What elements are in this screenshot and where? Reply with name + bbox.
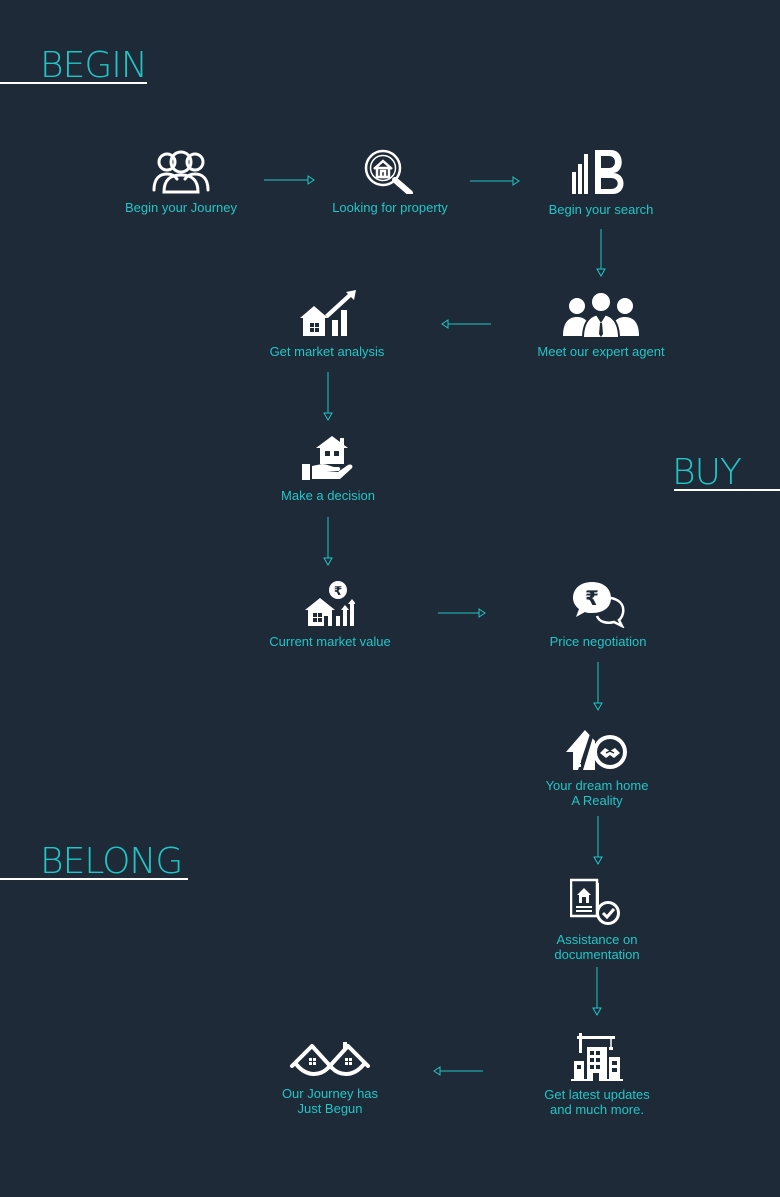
document-check-icon xyxy=(570,878,620,925)
step-begin-journey: Begin your Journey xyxy=(81,148,281,215)
step-label: Get market analysis xyxy=(269,344,385,359)
agents-group-icon xyxy=(563,291,639,338)
step-label: Make a decision xyxy=(281,488,375,503)
step-label: Assistance on documentation xyxy=(554,932,640,962)
step-label: Our Journey has Just Begun xyxy=(281,1086,379,1116)
step-label: Price negotiation xyxy=(549,634,647,649)
svg-text:₹: ₹ xyxy=(585,586,599,610)
brand-logo-icon xyxy=(572,150,624,194)
step-expert-agent: Meet our expert agent xyxy=(501,290,701,359)
arrow-looking-to-search xyxy=(470,176,520,186)
arrow-value-to-negotiation xyxy=(438,608,486,618)
arrow-negotiation-to-dream xyxy=(593,662,603,712)
arrow-search-to-agent xyxy=(596,229,606,278)
market-growth-icon xyxy=(300,290,356,336)
step-label: Looking for property xyxy=(332,200,448,215)
users-icon xyxy=(152,150,210,194)
step-label: Begin your Journey xyxy=(124,200,237,215)
arrow-journey-to-looking xyxy=(264,175,315,185)
step-make-decision: Make a decision xyxy=(228,434,428,503)
svg-text:₹: ₹ xyxy=(334,584,342,598)
rupee-house-chart-icon: ₹ xyxy=(305,581,355,626)
house-search-icon xyxy=(364,149,413,194)
building-construction-icon xyxy=(571,1033,623,1081)
section-title-begin: BEGIN xyxy=(40,45,148,86)
arrow-agent-to-analysis xyxy=(441,319,491,329)
section-title-belong: BELONG xyxy=(40,841,183,882)
step-begin-search: Begin your search xyxy=(501,148,701,217)
step-market-value: ₹ Current market value xyxy=(230,580,430,649)
step-market-analysis: Get market analysis xyxy=(227,290,427,359)
section-underline-belong xyxy=(0,878,188,880)
step-dream-home: Your dream home A Reality xyxy=(497,724,697,808)
step-label: Get latest updates and much more. xyxy=(544,1087,650,1117)
step-label: Begin your search xyxy=(548,202,654,217)
arrow-analysis-to-decision xyxy=(323,372,333,422)
step-journey-begun: Our Journey has Just Begun xyxy=(230,1036,430,1116)
section-underline-begin xyxy=(0,82,147,84)
rupee-chat-icon: ₹ xyxy=(573,582,625,628)
step-label: Meet our expert agent xyxy=(537,344,665,359)
section-underline-buy xyxy=(674,489,780,491)
house-in-hand-icon xyxy=(302,436,353,480)
step-price-negotiation: ₹ Price negotiation xyxy=(498,580,698,649)
section-title-buy: BUY xyxy=(672,452,742,493)
step-latest-updates: Get latest updates and much more. xyxy=(497,1033,697,1117)
arrow-documentation-to-updates xyxy=(592,967,602,1017)
house-handshake-icon xyxy=(566,730,627,770)
arrow-dream-to-documentation xyxy=(593,816,603,866)
step-label: Your dream home A Reality xyxy=(545,778,649,808)
step-looking-property: Looking for property xyxy=(290,148,490,215)
arrow-updates-to-begun xyxy=(433,1066,483,1076)
step-documentation: Assistance on documentation xyxy=(497,878,697,962)
twin-roof-infinity-icon xyxy=(290,1042,370,1076)
step-label: Current market value xyxy=(269,634,391,649)
arrow-decision-to-value xyxy=(323,517,333,567)
